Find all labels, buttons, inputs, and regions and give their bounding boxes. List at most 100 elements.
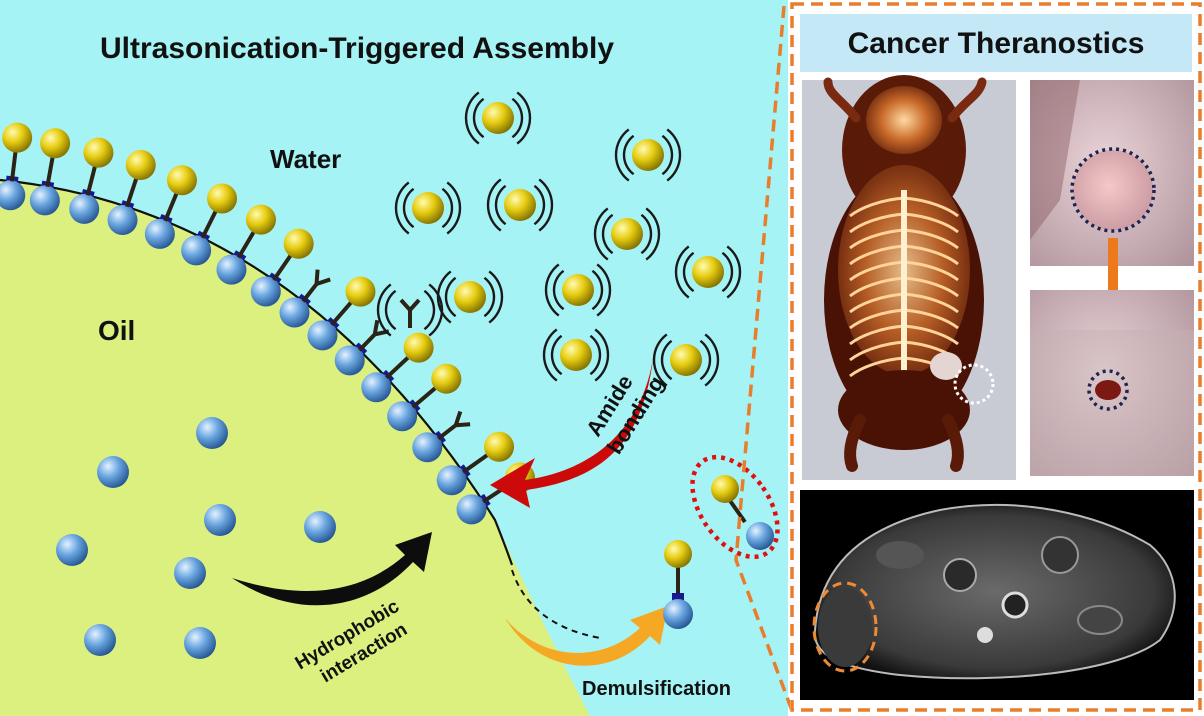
highlighted-janus-pair <box>690 454 780 560</box>
ultrasound-wave-icon <box>622 134 635 176</box>
gold-nanoparticle-icon <box>670 344 702 376</box>
janus-particle-pair <box>0 122 33 211</box>
gold-nanoparticle-icon <box>125 149 156 180</box>
janus-particle-pair <box>361 332 434 403</box>
ultrasound-gold-particle <box>544 263 612 317</box>
blue-nanoparticle-icon <box>196 417 228 449</box>
blue-nanoparticle-icon <box>184 627 216 659</box>
ultrasound-wave-icon <box>384 289 397 331</box>
ultrasound-gold-particle <box>674 245 742 299</box>
gold-nanoparticle-icon <box>40 128 71 159</box>
right-panel: Cancer Theranostics <box>790 0 1204 716</box>
blue-nanoparticle-icon <box>412 432 443 463</box>
oil-droplet <box>0 180 590 716</box>
ultrasound-wave-icon <box>533 184 546 226</box>
blue-nanoparticle-icon <box>69 193 100 224</box>
ultrasound-wave-icon <box>423 289 436 331</box>
ultrasound-gold-particle <box>464 91 532 145</box>
gold-nanoparticle-icon <box>504 189 536 221</box>
ultrasound-wave-icon <box>594 328 610 382</box>
ultrasound-wave-icon <box>464 91 480 145</box>
left-panel: Ultrasonication-Triggered Assembly Water… <box>0 0 788 716</box>
janus-particle-pair <box>412 410 471 463</box>
ultrasound-wave-icon <box>544 263 560 317</box>
ultrasound-wave-icon <box>593 207 609 261</box>
gold-nanoparticle-icon <box>484 431 515 462</box>
blue-nanoparticle-icon <box>181 235 212 266</box>
mouse-ct-image <box>802 75 1016 480</box>
oil-label: Oil <box>98 315 135 346</box>
ultrasound-gold-particle <box>593 207 661 261</box>
tumor-photo-after <box>1030 290 1194 476</box>
gold-nanoparticle-icon <box>562 274 594 306</box>
janus-particle-pair <box>181 183 238 266</box>
gold-nanoparticle-icon <box>482 102 514 134</box>
blue-nanoparticle-icon <box>216 254 247 285</box>
gold-nanoparticle-icon <box>83 137 114 168</box>
ultrasound-wave-icon <box>596 263 612 317</box>
gold-nanoparticle-icon <box>431 363 462 394</box>
red-dotted-highlight <box>690 454 780 560</box>
gold-nanoparticle-icon <box>412 192 444 224</box>
demulsification-label: Demulsification <box>582 678 731 700</box>
oil-phase-particles <box>56 417 336 659</box>
ultrasound-wave-icon <box>488 270 504 324</box>
ultrasound-wave-icon <box>660 339 673 381</box>
ultrasound-wave-icon <box>436 270 452 324</box>
ultrasound-wave-icon <box>591 269 604 311</box>
janus-particle-pair <box>107 149 156 236</box>
ultrasound-wave-icon <box>428 283 444 337</box>
blue-nanoparticle-icon <box>56 534 88 566</box>
janus-particle-pair <box>69 137 114 224</box>
ultrasound-gold-particle <box>436 270 504 324</box>
janus-particle-pair <box>29 128 71 216</box>
ultrasound-wave-icon <box>721 251 734 293</box>
ultrasound-gold-particle <box>614 128 682 182</box>
ultrasound-gold-particle <box>486 178 554 232</box>
blue-nanoparticle-icon <box>279 297 310 328</box>
gold-nanoparticle-icon <box>166 165 197 196</box>
janus-particle-pair <box>216 204 276 285</box>
detaching-interface-dashed <box>511 569 601 639</box>
ultrasound-wave-icon <box>652 333 668 387</box>
ultrasound-wave-icon <box>516 91 532 145</box>
janus-particle-pair <box>436 431 515 496</box>
blue-nanoparticle-icon <box>84 624 116 656</box>
ultrasound-wave-icon <box>726 245 742 299</box>
ultrasound-wave-icon <box>614 128 630 182</box>
blue-nanoparticle-icon <box>107 205 138 236</box>
ultrasound-wave-icon <box>699 339 712 381</box>
blue-nanoparticle-icon <box>304 511 336 543</box>
blue-nanoparticle-icon <box>436 465 467 496</box>
blue-nanoparticle-icon <box>97 456 129 488</box>
ultrasound-wave-icon <box>704 333 720 387</box>
ultrasound-wave-icon <box>601 213 614 255</box>
ultrasound-wave-icon <box>589 334 602 376</box>
right-panel-dashed-border <box>790 2 1202 712</box>
tumor-circle-after <box>1087 369 1129 411</box>
ultrasound-wave-icon <box>511 97 524 139</box>
janus-particle-pair <box>279 269 331 328</box>
tumor-circle-mri <box>812 581 878 673</box>
hydrophobic-interaction-arrow <box>232 532 432 606</box>
ultrasound-wave-icon <box>483 276 496 318</box>
free-gold-particles <box>376 91 742 387</box>
blue-nanoparticle-icon <box>663 599 693 629</box>
gold-nanoparticle-icon <box>560 339 592 371</box>
ultrasound-wave-icon <box>394 181 410 235</box>
janus-particle-pair <box>144 165 197 249</box>
tumor-photo-before <box>1030 80 1194 266</box>
ultrasound-gold-particle <box>542 328 610 382</box>
blue-nanoparticle-icon <box>144 218 175 249</box>
blue-nanoparticle-icon <box>456 494 487 525</box>
gold-nanoparticle-icon <box>692 256 724 288</box>
gold-nanoparticle-icon <box>2 122 33 153</box>
gold-nanoparticle-icon <box>664 540 692 568</box>
ultrasound-gold-particle <box>376 283 444 337</box>
ultrasound-wave-icon <box>661 134 674 176</box>
janus-particle-pair <box>250 228 314 307</box>
ultrasound-wave-icon <box>494 184 507 226</box>
droplet-interface-line <box>0 178 514 566</box>
right-panel-title-bar <box>800 14 1192 72</box>
